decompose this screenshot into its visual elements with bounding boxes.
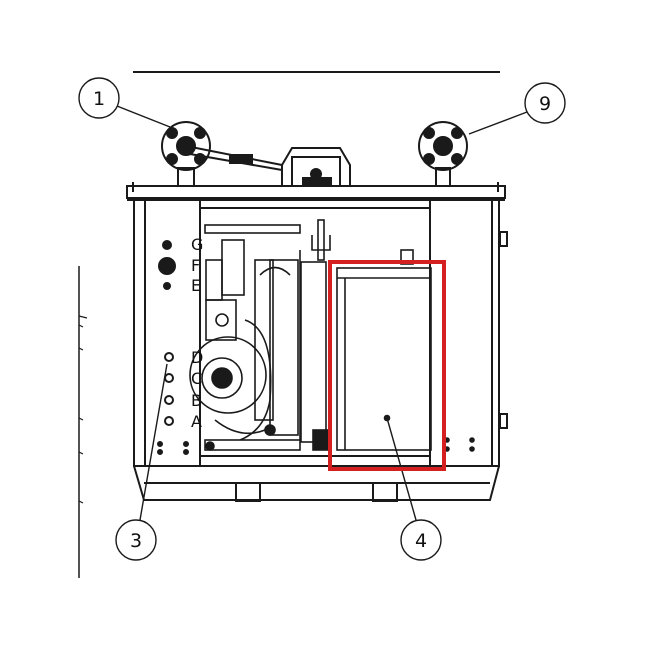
lifting-bracket [281, 147, 351, 187]
panel-label-d: D [191, 348, 203, 367]
leader-line-9 [468, 111, 528, 135]
control-panel [157, 240, 189, 455]
leader-line-1 [116, 105, 171, 128]
callout-circle-9 [524, 82, 566, 124]
callout-label-4: 4 [415, 530, 427, 552]
callout-circle-3 [115, 519, 157, 561]
enclosure [126, 182, 508, 502]
callout-circle-4 [400, 519, 442, 561]
fuel-tank [336, 267, 475, 452]
callout-label-1: 1 [93, 88, 105, 110]
beacon-light-right [418, 121, 468, 187]
panel-label-f: F [191, 256, 200, 275]
highlight-box [328, 260, 446, 471]
panel-label-g: G [191, 235, 203, 254]
callout-label-3: 3 [130, 530, 142, 552]
panel-label-b: B [191, 391, 202, 410]
callout-label-9: 9 [539, 93, 551, 115]
leader-line-3 [139, 363, 168, 521]
panel-label-e: E [191, 276, 201, 295]
beacon-light-left [161, 121, 283, 187]
panel-label-a: A [191, 412, 202, 431]
callout-circle-1 [78, 77, 120, 119]
engine-assembly [189, 219, 414, 451]
panel-label-c: C [191, 369, 202, 388]
